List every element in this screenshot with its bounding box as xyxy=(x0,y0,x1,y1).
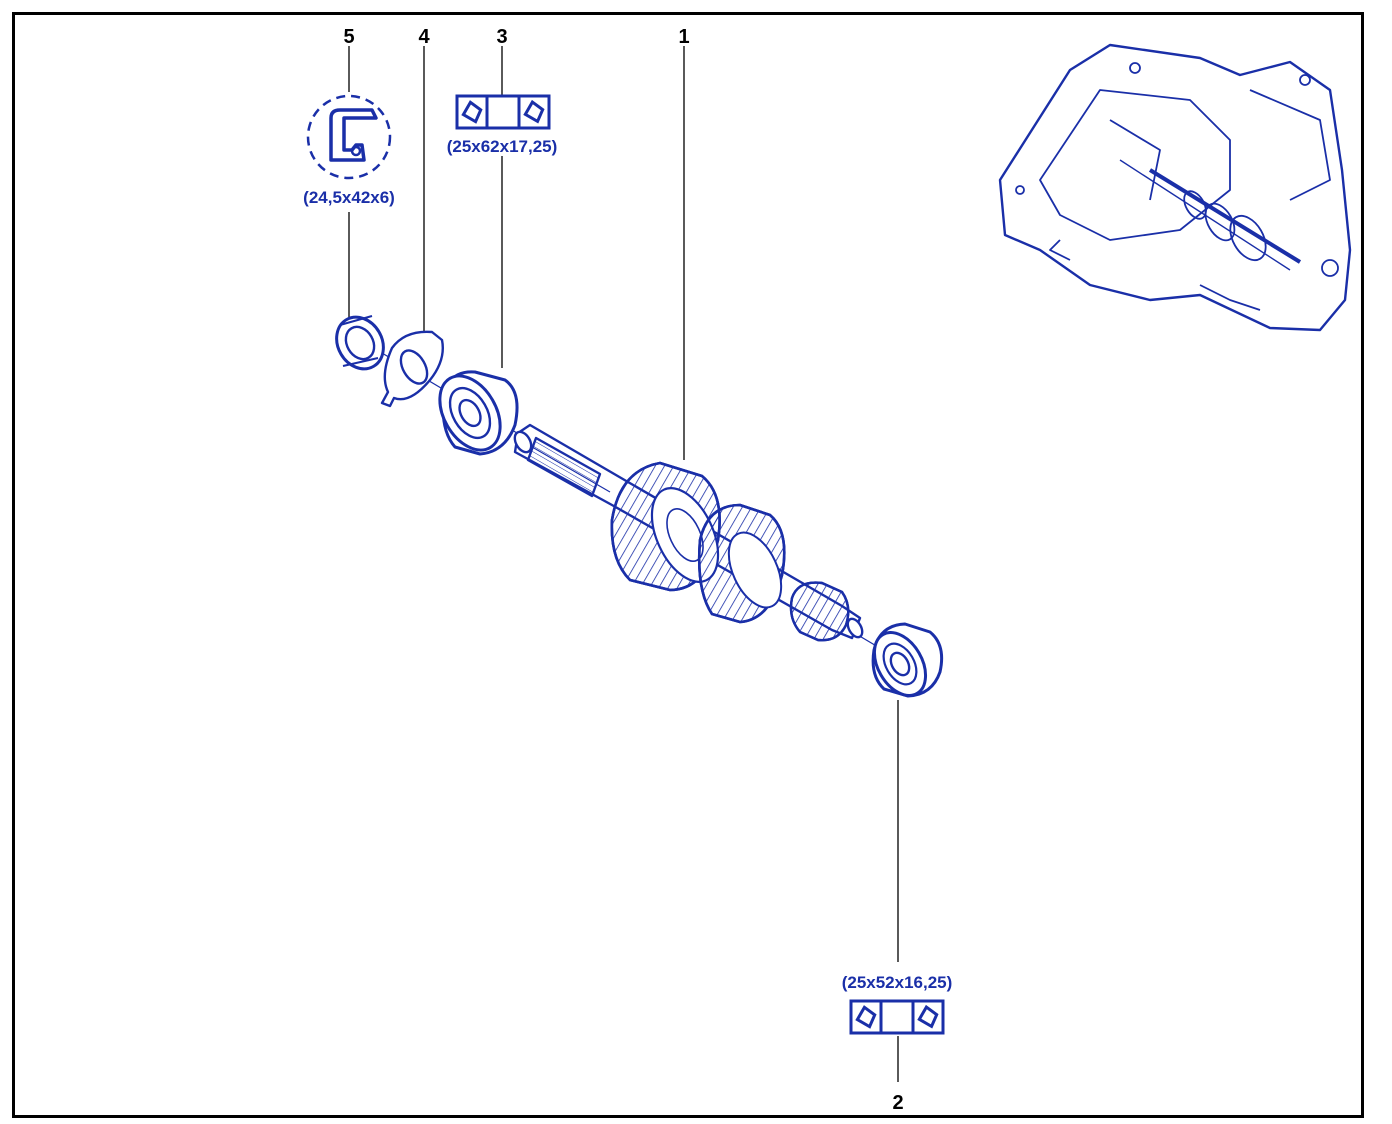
leader-lines xyxy=(348,46,899,1082)
dimension-part-2: (25x52x16,25) xyxy=(842,973,953,992)
lip-seal-icon xyxy=(335,315,385,371)
tapered-roller-bearing-icon xyxy=(455,94,551,130)
callout-4: 4 xyxy=(418,26,430,48)
gearbox-assembly-icon xyxy=(998,43,1352,332)
gearbox-primary-shaft-icon xyxy=(513,423,864,642)
callout-5: 5 xyxy=(343,26,354,48)
callout-1: 1 xyxy=(678,26,689,48)
bearing-icon xyxy=(438,370,519,456)
parts-drawing xyxy=(335,43,1352,698)
dimension-labels: (24,5x42x6) (25x62x17,25) (25x52x16,25) xyxy=(303,137,952,992)
shim-washer-icon xyxy=(380,330,444,408)
tapered-roller-bearing-icon xyxy=(849,999,945,1035)
dimension-part-5: (24,5x42x6) xyxy=(303,188,395,207)
callout-numbers: 5 4 3 1 2 xyxy=(343,26,903,1114)
bearing-icon xyxy=(871,622,944,698)
oil-seal-icon xyxy=(306,94,392,180)
dimension-part-3: (25x62x17,25) xyxy=(447,137,558,156)
callout-2: 2 xyxy=(892,1092,903,1114)
diagram-frame xyxy=(12,12,1364,1118)
callout-3: 3 xyxy=(496,26,507,48)
